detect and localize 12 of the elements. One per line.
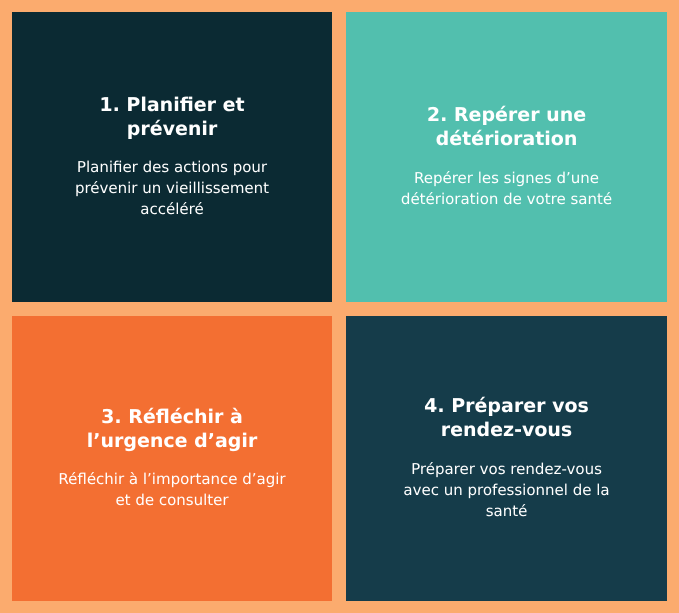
piece-description: Planifier des actions pour prévenir un vieillissement accéléré — [74, 157, 270, 220]
piece-title: 3. Réfléchir à l’urgence d’agir — [86, 406, 258, 454]
piece-description: Réfléchir à l’importance d’agir et de consulter — [57, 469, 287, 512]
piece-description: Repérer les signes d’une détérioration de votre santé — [400, 168, 614, 210]
puzzle-piece — [346, 316, 667, 601]
piece-title: 2. Repérer une détérioration — [426, 104, 588, 152]
puzzle-piece — [346, 12, 667, 302]
piece-title: 1. Planifier et prévenir — [98, 94, 246, 142]
puzzle-piece — [12, 316, 332, 601]
piece-description: Préparer vos rendez-vous avec un professionnel de la santé — [402, 458, 611, 522]
piece-title: 4. Préparer vos rendez-vous — [423, 395, 590, 443]
puzzle-piece — [12, 12, 332, 302]
